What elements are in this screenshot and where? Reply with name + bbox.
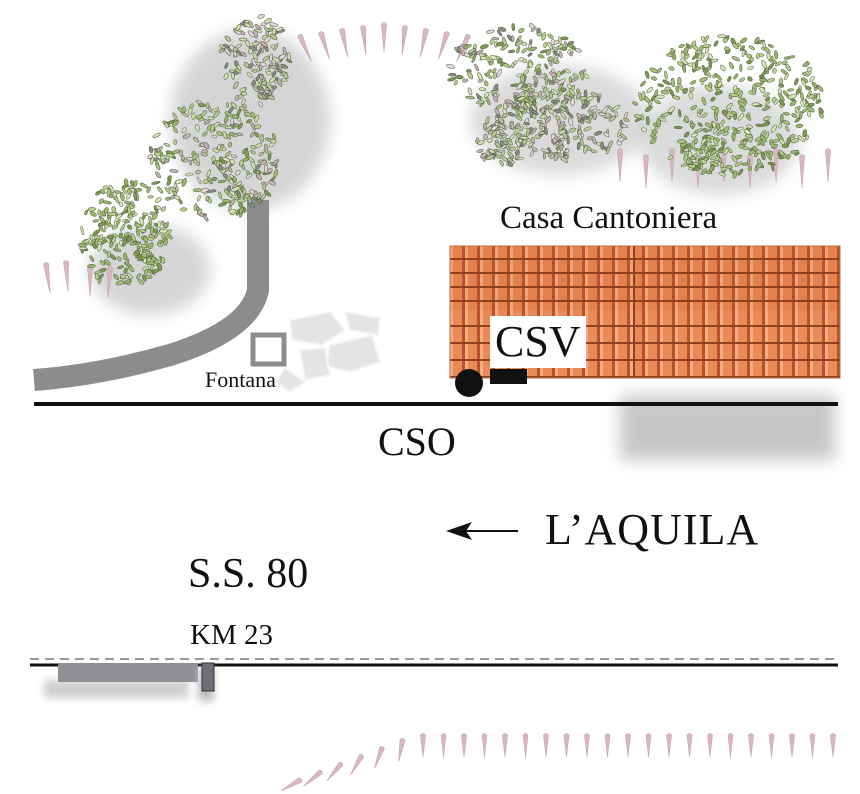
cypress-tree-icon: [350, 754, 365, 776]
cypress-tree-icon: [604, 733, 611, 758]
cypress-tree-icon: [419, 28, 429, 58]
cypress-tree-icon: [625, 733, 631, 758]
cypress-tree-icon: [398, 738, 406, 762]
building-code: CSV: [495, 317, 581, 366]
cypress-tree-icon: [825, 148, 831, 183]
cypress-tree-icon: [522, 733, 529, 758]
building-name: Casa Cantoniera: [500, 200, 718, 236]
cypress-tree-icon: [280, 777, 302, 792]
tree-foliage: [77, 13, 824, 286]
cypress-tree-icon: [789, 733, 795, 758]
cypress-tree-icon: [440, 733, 447, 758]
cypress-tree-icon: [502, 733, 508, 758]
cypress-tree-icon: [481, 733, 488, 758]
cypress-tree-icon: [339, 28, 349, 58]
cypress-tree-icon: [297, 34, 312, 62]
cypress-tree-icon: [107, 266, 113, 298]
building-code-box: [490, 316, 586, 368]
cypress-tree-icon: [830, 733, 836, 758]
cypress-tree-icon: [461, 733, 467, 758]
cypress-tree-icon: [420, 733, 426, 758]
cypress-tree-icon: [360, 25, 367, 55]
cypress-tree-icon: [401, 25, 408, 55]
cypress-tree-icon: [374, 746, 385, 769]
cypress-tree-icon: [748, 733, 754, 758]
road-km: KM 23: [190, 619, 273, 651]
fountain-icon: [250, 332, 287, 367]
station-dot-icon: [455, 369, 483, 397]
cypress-tree-icon: [768, 733, 775, 758]
cypress-tree-icon: [563, 733, 570, 758]
cypress-row-bottom: [280, 733, 836, 792]
cypress-tree-icon: [707, 733, 713, 758]
cypress-tree-icon: [381, 22, 387, 53]
roadside-platform: [44, 662, 215, 701]
cypress-tree-icon: [643, 154, 649, 189]
cypress-tree-icon: [63, 260, 69, 292]
cypress-tree-icon: [318, 31, 330, 60]
cypress-tree-icon: [584, 733, 590, 758]
station-marker-icon: [490, 369, 527, 384]
cypress-tree-icon: [773, 148, 779, 183]
curved-path: [33, 200, 269, 391]
cypress-tree-icon: [727, 733, 734, 758]
cypress-tree-icon: [438, 31, 450, 60]
cypress-tree-icon: [645, 733, 652, 758]
cypress-tree-icon: [326, 761, 344, 782]
cypress-tree-icon: [543, 733, 549, 758]
road-name: S.S. 80: [188, 551, 309, 597]
left-arrow-icon: [446, 522, 518, 540]
cypress-tree-icon: [43, 262, 51, 294]
cypress-tree-icon: [686, 733, 693, 758]
road-point-code: CSO: [378, 419, 456, 464]
cypress-tree-icon: [617, 148, 623, 183]
cypress-tree-icon: [799, 154, 805, 189]
cypress-row-top: [297, 22, 471, 62]
direction-label: L’AQUILA: [545, 505, 760, 554]
cypress-tree-icon: [303, 769, 323, 787]
stone-pavement: [274, 310, 382, 394]
fountain-label: Fontana: [205, 367, 276, 392]
cypress-tree-icon: [809, 733, 816, 758]
cypress-tree-icon: [666, 733, 672, 758]
